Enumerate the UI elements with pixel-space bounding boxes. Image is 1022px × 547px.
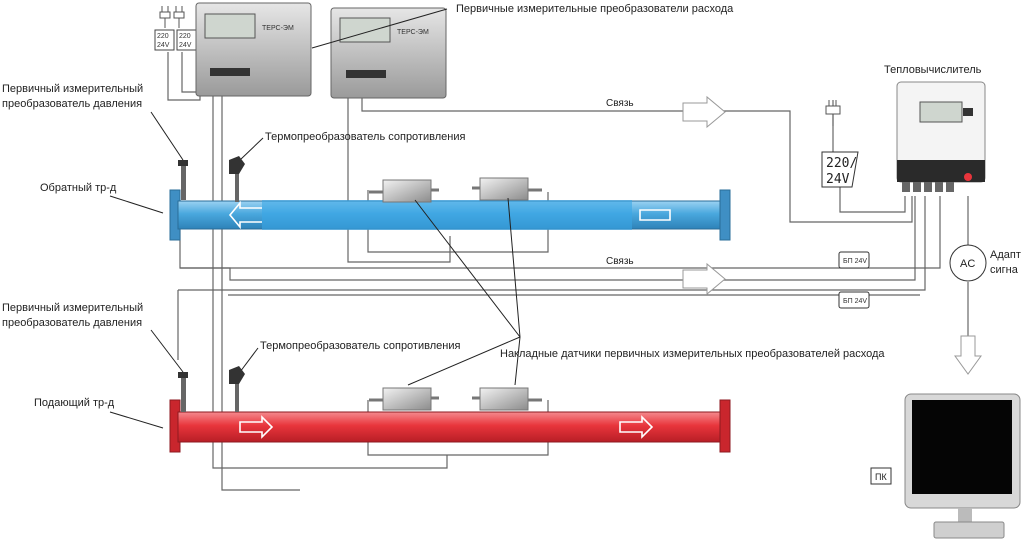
psu-left-group: 220 24V 220 24V — [154, 6, 197, 51]
leader-resistance-bottom — [239, 347, 259, 373]
leader-pressure-top — [150, 111, 184, 161]
calculator-display — [919, 101, 963, 123]
label-pressure-bottom-1: Первичный измерительный — [2, 302, 143, 314]
flowmeter-display — [339, 17, 391, 43]
plug-right-icon — [825, 100, 841, 126]
heat-calculator-device — [896, 81, 986, 192]
pc-monitor-icon — [904, 393, 1021, 539]
bp-lower-text: БП 24V — [843, 298, 867, 305]
flow-arrow-left-icon — [228, 200, 262, 230]
wire-psu-left — [167, 52, 201, 101]
psu-mid-line2: 24V — [179, 42, 192, 49]
label-adapter-2: сигна — [990, 264, 1019, 276]
label-pressure-top-1: Первичный измерительный — [2, 83, 143, 95]
label-pc: ПК — [875, 472, 887, 482]
link-label-bottom: Связь — [606, 256, 634, 267]
adapter-circle-text: AC — [960, 258, 975, 270]
clamp-sensor-top-2 — [472, 177, 542, 201]
label-clamp-sensors: Накладные датчики первичных измерительны… — [500, 348, 885, 360]
bp-upper-text: БП 24V — [843, 258, 867, 265]
label-resistance-bottom: Термопреобразователь сопротивления — [260, 340, 460, 352]
leader-clamp-sensors — [407, 197, 521, 386]
flowmeter-plate — [210, 68, 250, 76]
psu-badge-right: 220/ 24V — [821, 151, 859, 188]
supply-pipe — [169, 399, 731, 453]
psu-left-line1: 220 — [157, 33, 169, 40]
plug-icon — [159, 6, 185, 28]
bp-badge-lower: БП 24V — [838, 291, 870, 309]
wire-psu-mid — [181, 52, 200, 93]
label-adapter-1: Адапт — [990, 249, 1021, 261]
flowmeter-unit-2: ТЕРС-ЭМ — [330, 7, 447, 99]
bp-badge-upper: БП 24V — [838, 251, 870, 269]
leader-pressure-bottom — [150, 329, 184, 373]
label-heat-calculator: Тепловычислитель — [884, 64, 982, 76]
psu-left-line2: 24V — [157, 42, 170, 49]
wire-link-bottom — [179, 196, 916, 281]
flowmeter-plate — [346, 70, 386, 78]
thermo-sensor-bottom-icon — [229, 366, 245, 412]
flow-marker-icon — [639, 209, 671, 221]
thermo-sensor-top-icon — [229, 156, 245, 202]
leader-return-pipe — [109, 195, 164, 214]
label-pressure-bottom-2: преобразователь давления — [2, 317, 142, 329]
arrow-down-icon — [954, 335, 982, 375]
label-return-pipe: Обратный тр-д — [40, 182, 117, 194]
psu-right-line1: 220/ — [826, 156, 857, 171]
adapter-ac: AC — [949, 244, 987, 282]
clamp-sensor-bottom-2 — [472, 387, 542, 411]
pressure-sensor-bottom-icon — [178, 372, 188, 412]
leader-flowmeters — [311, 8, 448, 49]
psu-badge-left — [154, 29, 175, 51]
flow-arrow-right-icon — [619, 415, 654, 439]
pressure-sensor-top-icon — [178, 160, 188, 200]
psu-mid-line1: 220 — [179, 33, 191, 40]
wire-pressure-top — [180, 196, 941, 269]
label-resistance-top: Термопреобразователь сопротивления — [265, 131, 465, 143]
flowmeter-brand: ТЕРС-ЭМ — [262, 25, 294, 32]
link-arrow-top: Связь — [606, 95, 726, 129]
label-pressure-top-2: преобразователь давления — [2, 98, 142, 110]
leader-resistance-top — [239, 137, 264, 161]
link-arrow-bottom: Связь — [606, 256, 726, 296]
wire-psu-right — [839, 187, 906, 213]
label-supply-pipe: Подающий тр-д — [34, 397, 115, 409]
flowmeter-unit-1: ТЕРС-ЭМ — [195, 2, 312, 97]
arrow-right-icon — [682, 262, 726, 296]
wire-link-top — [361, 96, 913, 223]
pc-badge — [870, 467, 892, 485]
wire-fm2-a — [347, 96, 451, 263]
return-pipe — [169, 189, 731, 241]
wire-pressure-bottom — [177, 196, 926, 360]
leader-supply-pipe — [109, 411, 164, 429]
clamp-sensor-top-1 — [369, 179, 439, 203]
label-flowmeters: Первичные измерительные преобразователи … — [456, 3, 734, 15]
psu-right-line2: 24V — [826, 172, 850, 187]
link-label-top: Связь — [606, 98, 634, 109]
flowmeter-brand: ТЕРС-ЭМ — [397, 29, 429, 36]
wire-fm1-main — [212, 96, 448, 469]
flow-arrow-right-icon — [239, 415, 274, 439]
arrow-right-icon — [682, 95, 726, 129]
clamp-sensor-bottom-1 — [369, 387, 439, 411]
flowmeter-display — [204, 13, 256, 39]
